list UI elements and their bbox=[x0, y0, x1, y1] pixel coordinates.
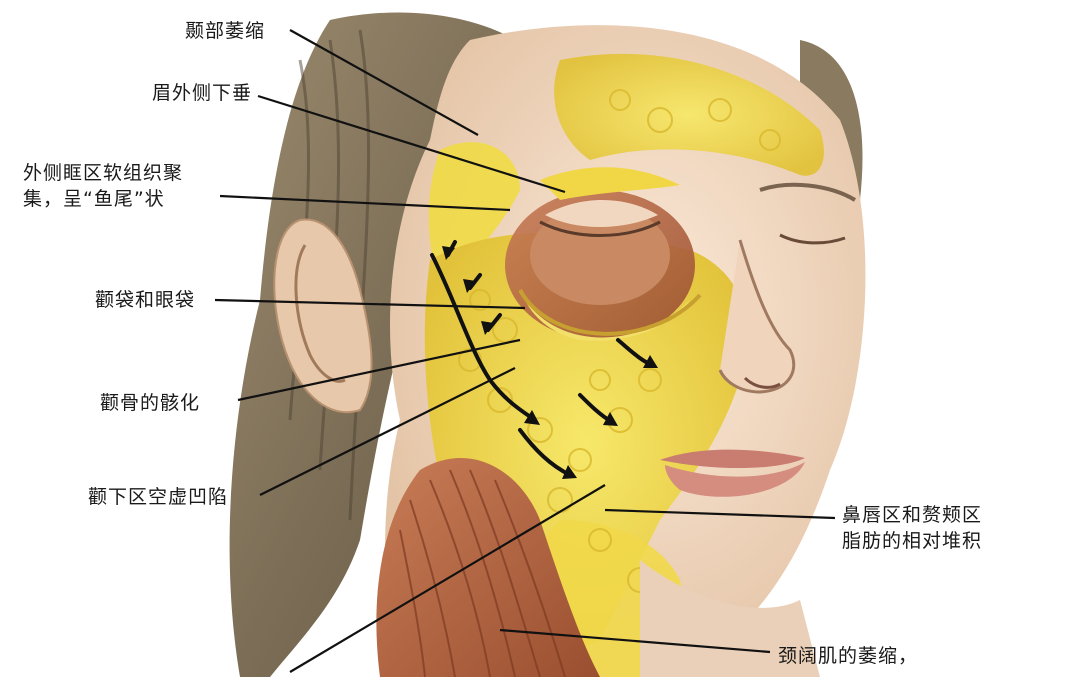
label-text-line-2: 脂肪的相对堆积 bbox=[842, 530, 983, 552]
label-text: 颧骨的骸化 bbox=[100, 392, 201, 414]
fat-lobules bbox=[458, 89, 781, 593]
platysma bbox=[376, 458, 600, 677]
brow-fat bbox=[540, 167, 680, 200]
arrow-heads bbox=[442, 246, 658, 479]
eye-bag-fat bbox=[525, 300, 690, 341]
label-text-line-1: 鼻唇区和赘颊区 bbox=[842, 504, 983, 526]
label-malar-bags: 颧袋和眼袋 bbox=[95, 287, 195, 313]
neck-skin bbox=[640, 560, 820, 677]
upper-lip bbox=[660, 449, 805, 469]
nose bbox=[718, 239, 796, 394]
lower-lip bbox=[665, 462, 805, 497]
label-text: 颧袋和眼袋 bbox=[95, 289, 196, 311]
label-text-line-2: 集，呈“鱼尾”状 bbox=[23, 188, 165, 210]
label-zygoma-exposure: 颧骨的骸化 bbox=[100, 390, 200, 416]
label-text-line-1: 外侧眶区软组织聚 bbox=[23, 162, 184, 184]
eye-bag-ring bbox=[518, 289, 702, 336]
label-text: 颞部萎缩 bbox=[185, 20, 266, 42]
forehead-fat bbox=[554, 53, 824, 176]
closed-eye-left bbox=[539, 220, 661, 237]
label-crows-feet: 外侧眶区软组织聚 集，呈“鱼尾”状 bbox=[23, 160, 183, 212]
brow-right bbox=[759, 182, 857, 202]
leader-lines bbox=[214, 29, 836, 673]
label-temporal-atrophy: 颞部萎缩 bbox=[185, 18, 265, 44]
platysma-fibers bbox=[399, 469, 566, 677]
label-brow-droop: 眉外侧下垂 bbox=[152, 80, 252, 106]
eyelid-left bbox=[545, 200, 658, 228]
label-text: 颈阔肌的萎缩， bbox=[778, 645, 919, 667]
label-text: 颧下区空虚凹陷 bbox=[88, 486, 229, 508]
closed-eye-right bbox=[779, 233, 846, 245]
label-platysma-atrophy: 颈阔肌的萎缩， bbox=[778, 643, 918, 669]
label-nasolabial-fat: 鼻唇区和赘颊区 脂肪的相对堆积 bbox=[842, 502, 982, 554]
label-text: 眉外侧下垂 bbox=[152, 82, 253, 104]
label-submalar-hollow: 颧下区空虚凹陷 bbox=[88, 484, 228, 510]
nostril bbox=[743, 376, 781, 389]
